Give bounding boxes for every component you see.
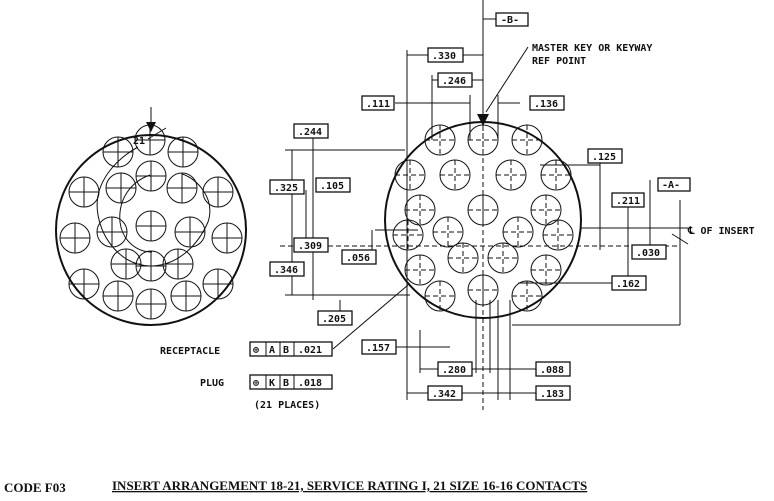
- left-sector-curve: [96, 146, 211, 267]
- cl-insert-note: ℄ OF INSERT: [687, 226, 755, 237]
- caption: CODE F03 INSERT ARRANGEMENT 18-21, SERVI…: [4, 478, 587, 495]
- right-view: [280, 46, 680, 410]
- plug-tolerance: .018: [298, 378, 322, 389]
- right-contact-3: [511, 124, 543, 156]
- right-contact-6: [495, 159, 527, 191]
- right-contact-12: [432, 216, 464, 248]
- plug-datum-2: B: [283, 378, 289, 389]
- left-view-label: 21: [133, 136, 145, 147]
- receptacle-tolerance: .021: [298, 345, 322, 356]
- right-contact-8: [404, 194, 436, 226]
- left-contact-6: [211, 222, 243, 254]
- plug-label: PLUG: [200, 378, 224, 389]
- master-key-note-line2: REF POINT: [532, 56, 586, 67]
- dim-346: .346: [274, 265, 298, 276]
- left-contact-1: [102, 136, 134, 168]
- dim-105: .105: [320, 181, 344, 192]
- left-contact-5: [59, 222, 91, 254]
- receptacle-position-symbol: ⊕: [253, 345, 259, 356]
- dim-056: .056: [346, 253, 370, 264]
- left-contact-4: [202, 176, 234, 208]
- dim-244: .244: [298, 127, 322, 138]
- places-note: (21 PLACES): [254, 400, 320, 411]
- left-contact-12: [135, 160, 167, 192]
- dimension-boxes: -B- .330 .246 .111 .136 .244 .325 .105 .…: [269, 12, 691, 401]
- dim-205: .205: [322, 314, 346, 325]
- dim-111: .111: [366, 99, 390, 110]
- dim-330: .330: [432, 51, 456, 62]
- receptacle-label: RECEPTACLE: [160, 346, 220, 357]
- plug-feature-control-frame: ⊕ K B .018: [249, 374, 333, 390]
- right-contact-4: [394, 159, 426, 191]
- left-contact-3: [68, 176, 100, 208]
- plug-position-symbol: ⊕: [253, 378, 259, 389]
- master-key-arrowhead: [477, 114, 489, 126]
- left-view-label-leader: [147, 127, 167, 140]
- datum-b: -B-: [501, 15, 519, 26]
- right-contact-17: [487, 242, 519, 274]
- right-contact-15: [404, 254, 436, 286]
- dim-309: .309: [298, 241, 322, 252]
- left-contact-14: [166, 172, 198, 204]
- dim-325: .325: [274, 183, 298, 194]
- left-sector-curve-inner: [119, 174, 153, 253]
- right-contact-20: [467, 274, 499, 306]
- left-index-arrowhead: [146, 122, 156, 132]
- dim-211: .211: [616, 196, 640, 207]
- left-contact-7: [68, 268, 100, 300]
- master-key-note-line1: MASTER KEY OR KEYWAY: [532, 43, 652, 54]
- left-view: 21: [55, 107, 247, 326]
- master-key-leader: [485, 46, 529, 113]
- dim-125: .125: [592, 152, 616, 163]
- left-contact-21: [134, 124, 166, 156]
- receptacle-datum-1: A: [269, 345, 275, 356]
- dim-342: .342: [432, 389, 456, 400]
- right-contact-18: [530, 254, 562, 286]
- right-contact-group: [392, 124, 574, 312]
- left-contact-8: [202, 268, 234, 300]
- plug-datum-1: K: [269, 378, 275, 389]
- right-contact-16: [447, 242, 479, 274]
- dim-246: .246: [442, 76, 466, 87]
- dimension-lines: [285, 0, 689, 400]
- left-contact-13: [105, 172, 137, 204]
- dim-088: .088: [540, 365, 564, 376]
- dim-280: .280: [442, 365, 466, 376]
- dim-162: .162: [616, 279, 640, 290]
- datum-a: -A-: [662, 180, 680, 191]
- caption-code: CODE F03: [4, 480, 66, 495]
- right-contact-2: [467, 124, 499, 156]
- left-contact-10: [135, 288, 167, 320]
- left-insert-outline: [55, 134, 247, 326]
- right-contact-1: [424, 124, 456, 156]
- right-contact-14: [542, 219, 574, 251]
- dim-157: .157: [366, 343, 390, 354]
- right-contact-10: [530, 194, 562, 226]
- dim-183: .183: [540, 389, 564, 400]
- left-contact-2: [167, 136, 199, 168]
- notes: MASTER KEY OR KEYWAY REF POINT ℄ OF INSE…: [160, 43, 755, 411]
- right-contact-21: [511, 280, 543, 312]
- dim-136: .136: [534, 99, 558, 110]
- right-contact-9: [467, 194, 499, 226]
- receptacle-feature-control-frame: ⊕ A B .021: [249, 341, 333, 357]
- receptacle-datum-2: B: [283, 345, 289, 356]
- left-contact-16: [135, 210, 167, 242]
- right-contact-13: [502, 216, 534, 248]
- right-contact-5: [439, 159, 471, 191]
- dim-030: .030: [636, 248, 660, 259]
- caption-title: INSERT ARRANGEMENT 18-21, SERVICE RATING…: [112, 478, 587, 493]
- right-contact-11: [392, 219, 424, 251]
- left-contact-11: [170, 280, 202, 312]
- left-contact-20: [162, 248, 194, 280]
- right-contact-19: [424, 280, 456, 312]
- left-contact-17: [174, 216, 206, 248]
- left-contact-group: [59, 124, 243, 320]
- left-contact-9: [102, 280, 134, 312]
